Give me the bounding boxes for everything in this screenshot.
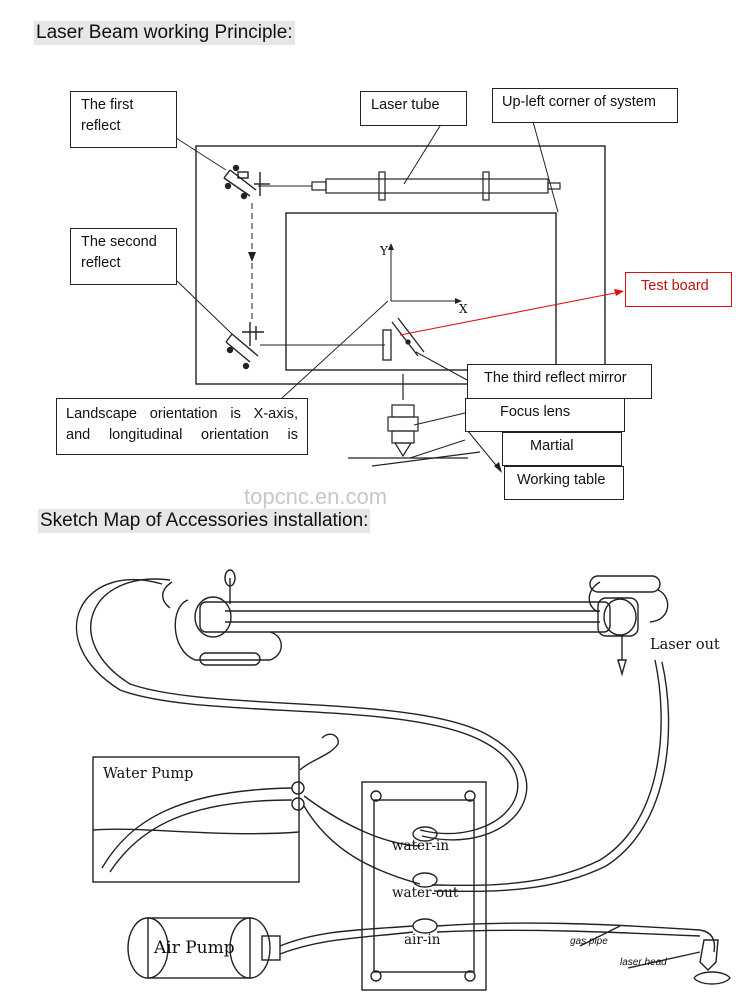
- water-in-label: water-in: [392, 838, 450, 854]
- air-in-label: air-in: [404, 932, 441, 948]
- water-out-label: water-out: [392, 885, 459, 901]
- first-reflector-shape: [223, 164, 270, 200]
- air-hose: [279, 925, 414, 947]
- air-pump-label: Air Pump: [154, 938, 235, 958]
- air-in-port: [412, 918, 438, 934]
- orientation-line2: and longitudinal orientation is: [66, 427, 298, 443]
- y-axis-label: Y: [380, 244, 388, 258]
- laser-tube-label: Laser tube: [360, 91, 467, 126]
- x-axis-label: X: [459, 302, 468, 316]
- first-reflect-line1: The first: [81, 97, 134, 113]
- water-in-hose: [303, 795, 421, 847]
- beam-arrow: [248, 252, 256, 262]
- laser-tube-text: Laser tube: [371, 97, 440, 113]
- water-pump-label: Water Pump: [103, 766, 194, 782]
- test-board-text: Test board: [641, 278, 709, 294]
- test-board-label: Test board: [625, 272, 732, 307]
- connector-panel: [361, 781, 487, 991]
- machine-frame: [195, 145, 606, 385]
- working-table-text: Working table: [517, 472, 606, 488]
- upleft-corner-text: Up-left corner of system: [502, 94, 656, 110]
- water-out-hose: [303, 805, 421, 885]
- axes: [390, 246, 458, 302]
- water-pump-tank: [92, 756, 300, 883]
- third-mirror-text: The third reflect mirror: [484, 370, 627, 386]
- water-out-port: [412, 872, 438, 888]
- upleft-corner-label: Up-left corner of system: [492, 88, 678, 123]
- second-reflector-shape: [225, 322, 264, 370]
- water-level: [92, 828, 300, 835]
- first-reflect-line2: reflect: [81, 118, 121, 134]
- first-reflect-label: The first reflect: [70, 91, 177, 148]
- second-reflect-line2: reflect: [81, 255, 121, 271]
- orientation-line1: Landscape orientation is X-axis,: [66, 406, 298, 422]
- focus-lens-text: Focus lens: [500, 404, 571, 420]
- martial-label: Martial: [502, 432, 622, 466]
- laser-head-shape: [699, 939, 719, 971]
- focus-lens-label: Focus lens: [465, 398, 625, 432]
- focus-head-shape: [348, 374, 481, 467]
- water-hose-right: [431, 659, 662, 886]
- orientation-note: Landscape orientation is X-axis, and lon…: [56, 398, 308, 455]
- third-reflector-shape: [382, 317, 425, 361]
- accessories-section-title: Sketch Map of Accessories installation:: [38, 509, 371, 533]
- air-pump-body: [147, 917, 251, 979]
- beam-section-title: Laser Beam working Principle:: [34, 21, 295, 45]
- water-in-port: [412, 826, 438, 842]
- working-table-label: Working table: [504, 466, 624, 500]
- second-reflect-line1: The second: [81, 234, 157, 250]
- laser-head-label: laser head: [620, 957, 667, 968]
- work-area-frame: [285, 212, 557, 371]
- second-reflect-label: The second reflect: [70, 228, 177, 285]
- laser-out-label: Laser out: [650, 637, 720, 653]
- third-mirror-label: The third reflect mirror: [467, 364, 652, 399]
- gas-pipe-label: gas pipe: [570, 936, 608, 947]
- martial-text: Martial: [530, 438, 574, 454]
- beam-path: [251, 185, 385, 346]
- accessory-laser-tube: [162, 569, 669, 677]
- watermark: topcnc.en.com: [244, 484, 388, 509]
- water-hose-top: [76, 578, 519, 835]
- leader-lines: [175, 117, 559, 471]
